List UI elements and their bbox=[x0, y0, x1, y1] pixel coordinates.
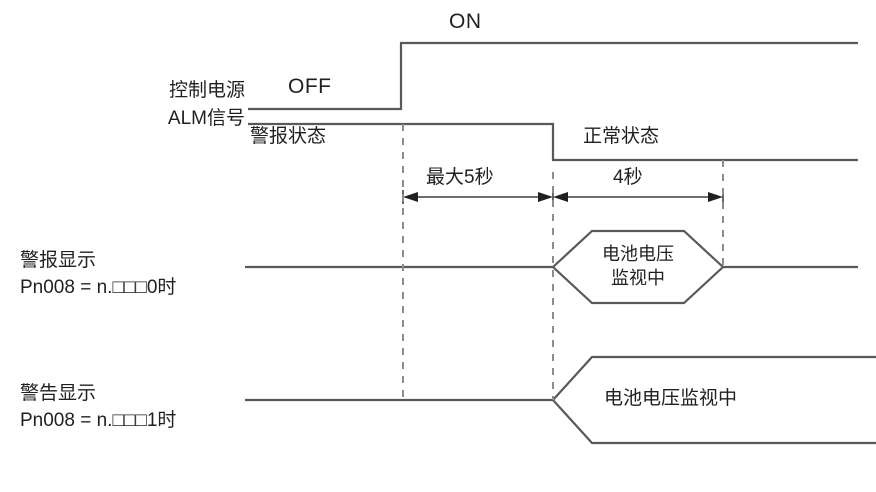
label-alarm-display-title: 警报显示 bbox=[20, 250, 97, 271]
arrowhead-4s-left bbox=[553, 192, 568, 202]
alarm-row-hexagon bbox=[551, 229, 725, 305]
label-alarm-display-param: Pn008 = n.□□□0时 bbox=[20, 277, 177, 298]
label-normal-state: 正常状态 bbox=[583, 126, 660, 147]
label-alarm-balloon-line2: 监视中 bbox=[611, 268, 665, 288]
label-alm-signal: ALM信号 bbox=[167, 108, 245, 129]
control-power-waveform bbox=[248, 41, 858, 111]
arrowhead-max5s-right bbox=[538, 192, 553, 202]
warning-row-flag bbox=[552, 355, 876, 445]
arrowhead-4s-right bbox=[708, 192, 723, 202]
arrowhead-max5s-left bbox=[403, 192, 418, 202]
label-duration-max5s: 最大5秒 bbox=[426, 167, 494, 188]
label-control-power: 控制电源 bbox=[168, 80, 245, 101]
alm-signal-waveform bbox=[248, 122, 858, 162]
label-power-off: OFF bbox=[288, 75, 332, 98]
label-duration-4s: 4秒 bbox=[613, 167, 643, 188]
label-power-on: ON bbox=[449, 10, 482, 33]
label-alarm-state: 警报状态 bbox=[250, 126, 327, 147]
label-warning-display-param: Pn008 = n.□□□1时 bbox=[20, 410, 177, 431]
label-warning-display-title: 警告显示 bbox=[20, 383, 97, 404]
label-alarm-balloon-line1: 电池电压 bbox=[602, 244, 674, 264]
label-warning-balloon: 电池电压监视中 bbox=[604, 388, 738, 409]
